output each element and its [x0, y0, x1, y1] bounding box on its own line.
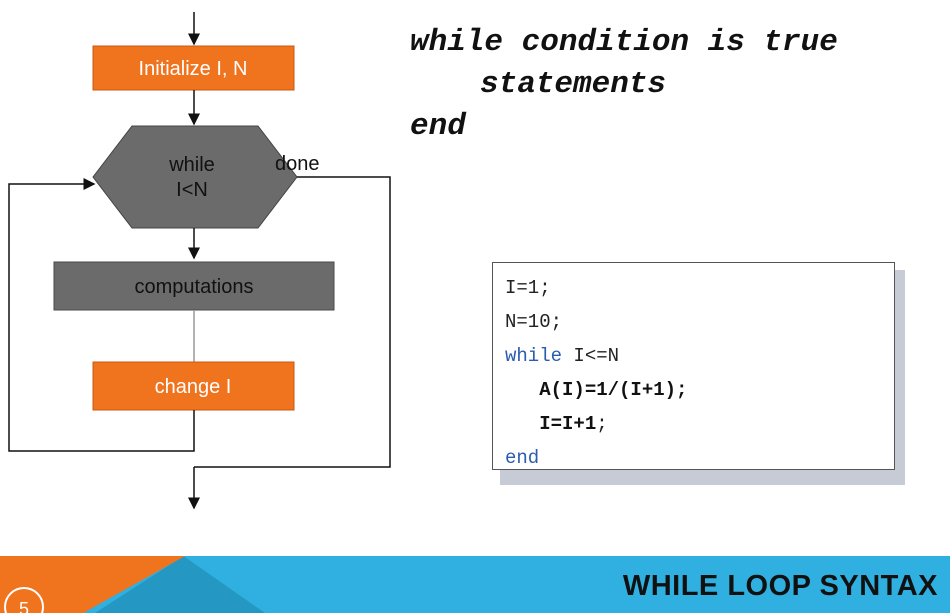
condition-hexagon — [92, 125, 298, 229]
code-line-4-text: A(I)=1/(I+1); — [539, 379, 688, 401]
code-keyword-while: while — [505, 345, 563, 367]
code-line-3-rest: I<=N — [562, 345, 620, 367]
done-label: done — [275, 153, 320, 175]
code-line-3: while I<=N — [505, 339, 894, 373]
condition-line1: while — [168, 154, 215, 176]
footer-banner: 5 WHILE LOOP SYNTAX — [0, 556, 950, 613]
code-line-4: A(I)=1/(I+1); — [505, 373, 894, 407]
syntax-line-1: while condition is true — [410, 25, 838, 60]
loop-back-path — [8, 178, 195, 452]
code-example-box: I=1; N=10; while I<=N A(I)=1/(I+1); I=I+… — [492, 262, 895, 470]
computations-label: computations — [135, 276, 254, 298]
syntax-line-3: end — [410, 109, 466, 144]
code-line-5-text: I=I+1 — [539, 413, 597, 435]
code-line-5: I=I+1; — [505, 407, 894, 441]
done-exit-path — [194, 176, 391, 468]
syntax-line-2: statements — [480, 67, 667, 102]
computations-box — [53, 261, 335, 311]
condition-line2: I<N — [176, 179, 208, 201]
code-line-6: end — [505, 447, 540, 469]
change-box — [92, 361, 295, 411]
while-syntax: while condition is true statements end — [410, 22, 838, 148]
change-label: change I — [155, 376, 232, 398]
slide-number: 5 — [4, 587, 44, 613]
code-line-2: N=10; — [505, 311, 563, 333]
slide-title: WHILE LOOP SYNTAX — [622, 570, 938, 602]
code-line-5-end: ; — [596, 413, 608, 435]
flowchart: Initialize I, N while I<N done computati… — [8, 12, 391, 510]
code-line-1: I=1; — [505, 277, 551, 299]
init-label: Initialize I, N — [139, 58, 248, 80]
